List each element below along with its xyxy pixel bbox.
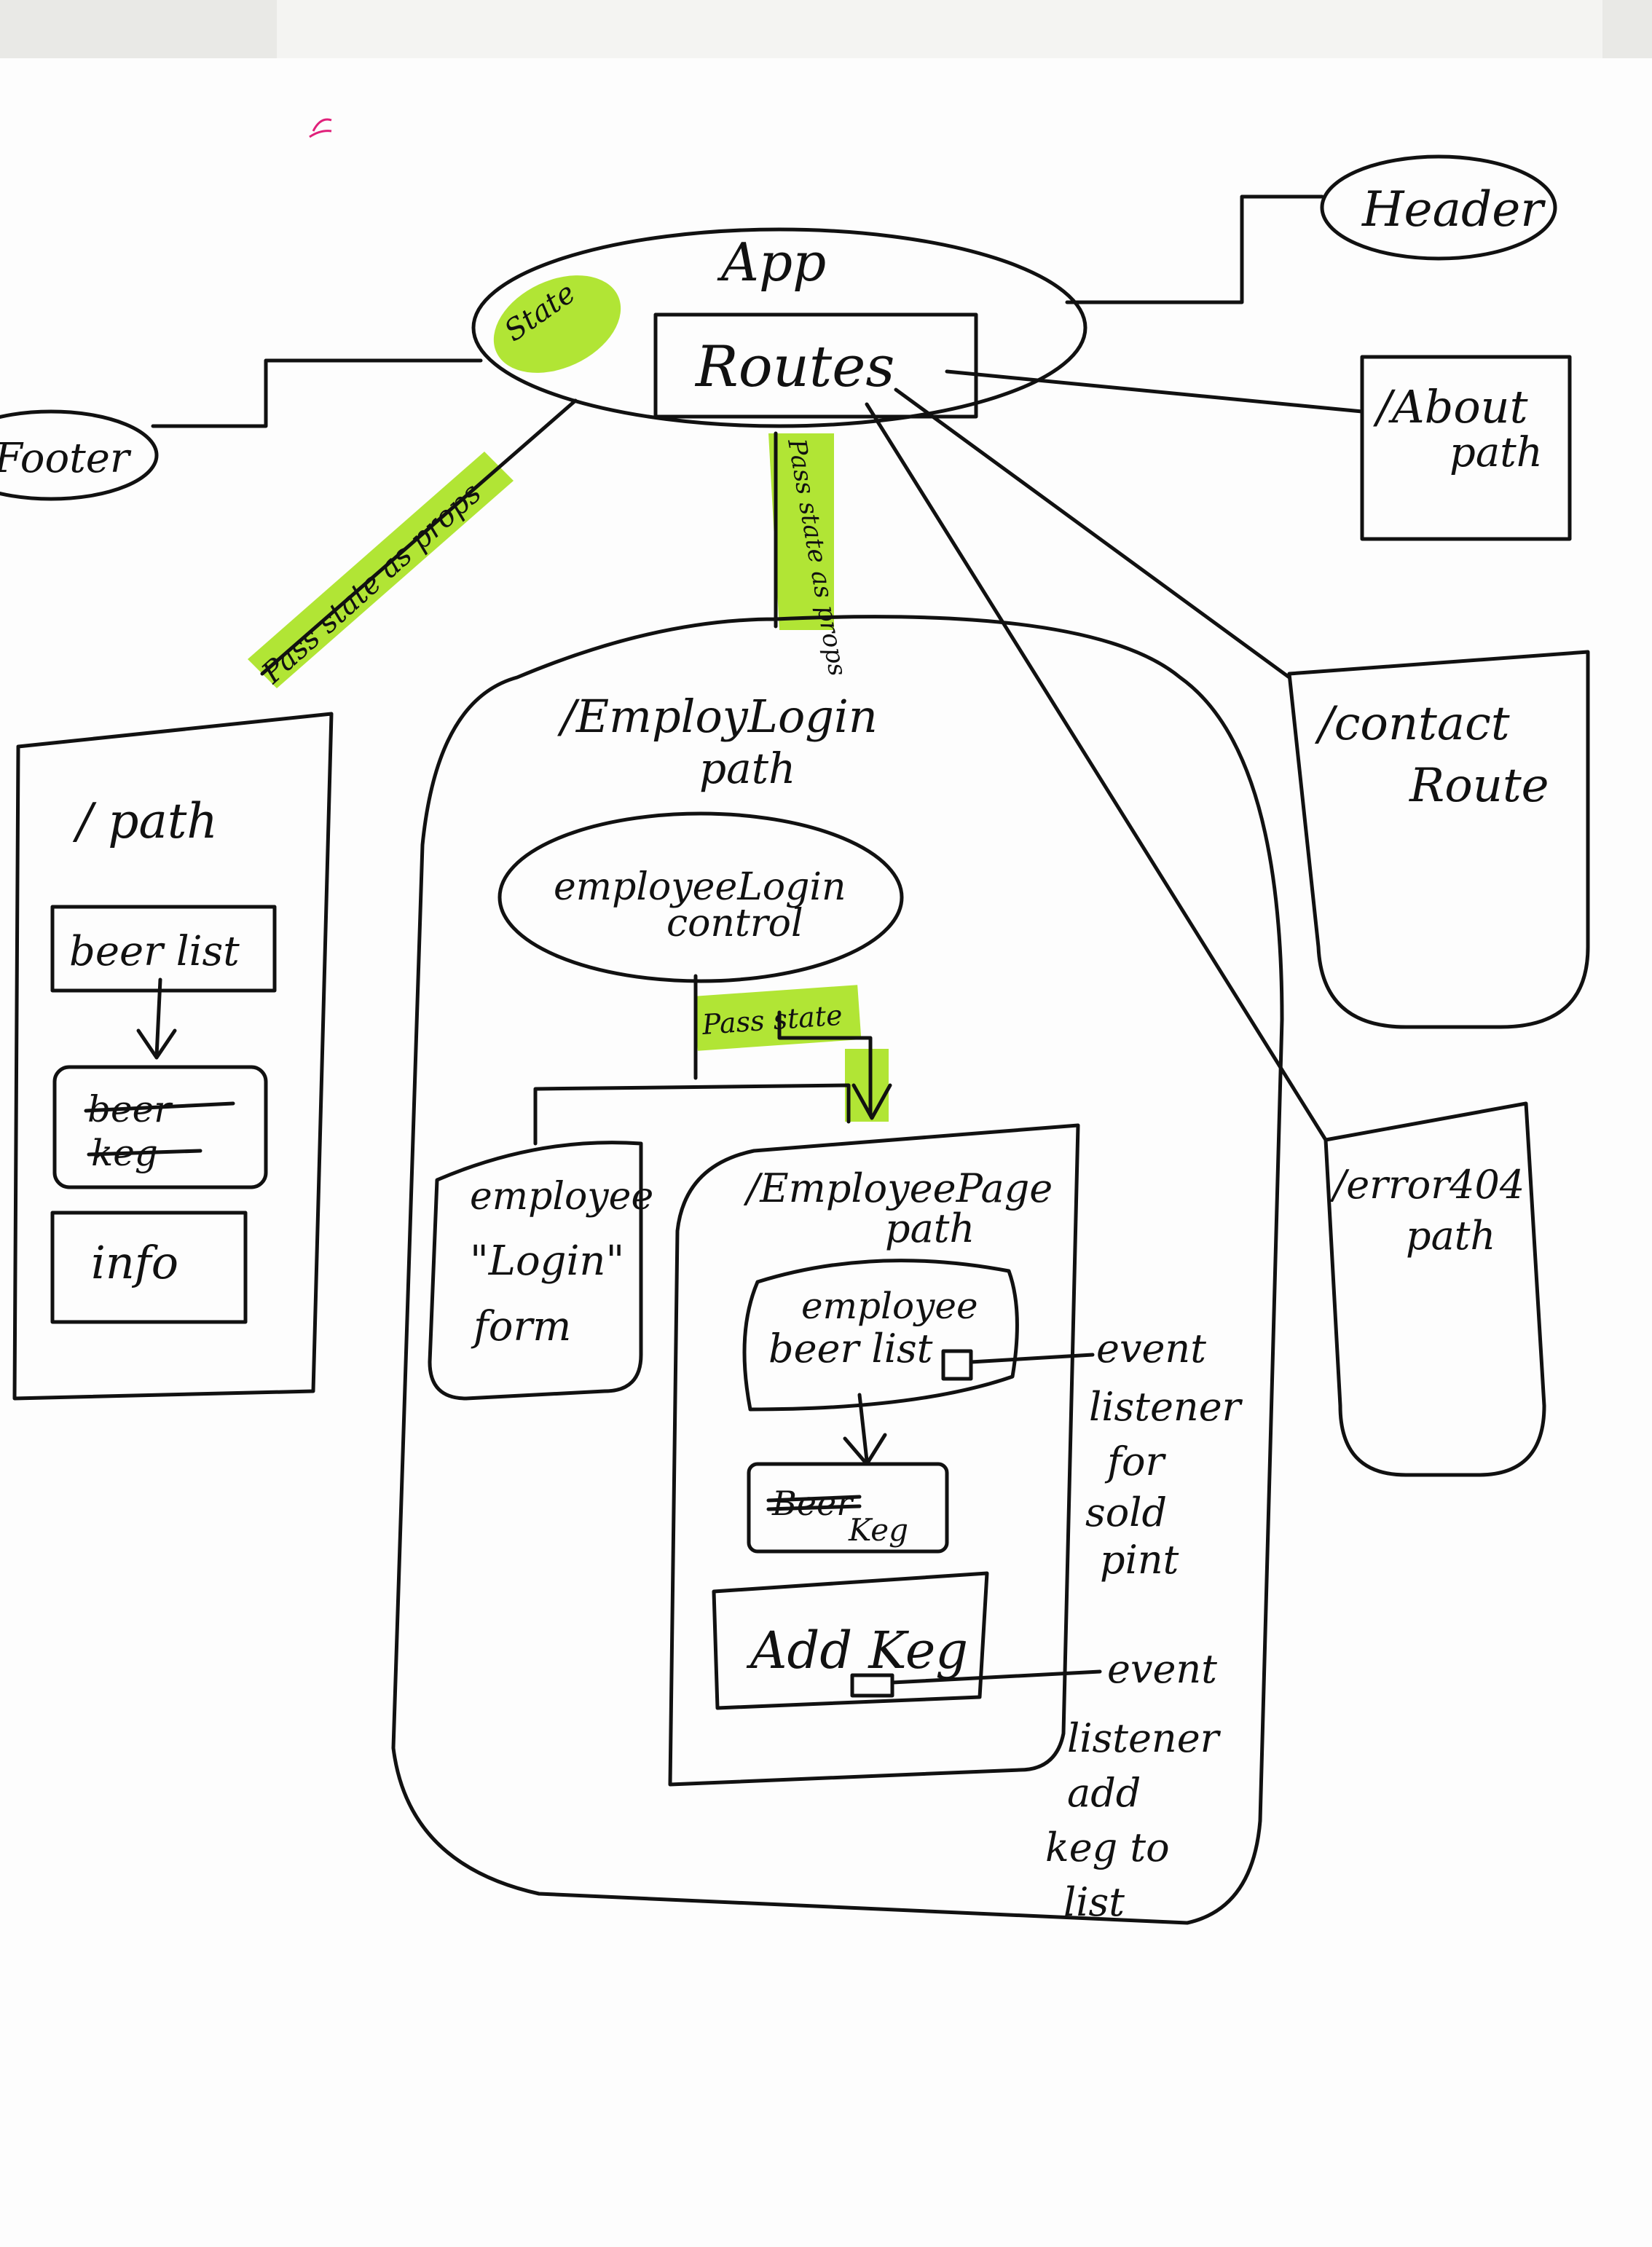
employ-login-label-line1: /EmployLogin — [557, 690, 878, 743]
login-form-label-line2: "Login" — [470, 1237, 624, 1285]
error404-node — [1323, 1101, 1546, 1477]
emp-beer-list-label-line2: beer list — [768, 1326, 933, 1372]
sold-pint-note-line2: listener — [1089, 1384, 1243, 1430]
contact-label-line1: /contact — [1314, 697, 1510, 751]
app-node — [471, 227, 1087, 428]
login-form-label-line3: form — [471, 1303, 571, 1350]
beer-list-label: beer list — [69, 928, 240, 975]
sold-pint-note-line4: sold — [1085, 1490, 1167, 1535]
pass-state-arrow-highlight — [845, 1049, 889, 1122]
add-keg-note-line4: keg to — [1045, 1825, 1170, 1870]
pass-state-props-center-highlight — [768, 433, 834, 630]
beer-list-node — [50, 905, 277, 993]
header-node — [1320, 154, 1557, 261]
login-form-node — [428, 1141, 643, 1401]
root-path-node — [12, 712, 334, 1401]
app-label: App — [717, 232, 826, 293]
root-path-label: / path — [72, 793, 218, 849]
sold-pint-handler-icon — [941, 1349, 973, 1381]
add-keg-node — [712, 1571, 989, 1710]
header-label: Header — [1361, 181, 1546, 237]
about-label-line1: /About — [1373, 380, 1528, 433]
add-keg-note-line5: list — [1063, 1879, 1125, 1925]
paper-sheet — [0, 58, 1652, 2247]
routes-contact-connector — [894, 387, 1291, 680]
emp-beer-crossed-label: Beer — [771, 1484, 854, 1523]
keg-node — [52, 1065, 268, 1189]
sold-pint-note-line1: event — [1096, 1326, 1206, 1372]
keg-strikethrough — [87, 1149, 202, 1157]
routes-node — [653, 312, 978, 419]
employee-page-node — [668, 1123, 1080, 1787]
login-form-label-line1: employee — [470, 1175, 653, 1219]
add-keg-label: Add Keg — [746, 1621, 968, 1680]
emp-beer-keg-arrow — [857, 1393, 869, 1463]
pass-state-arrowhead — [851, 1083, 892, 1120]
contact-label-line2: Route — [1409, 759, 1549, 813]
beer-list-keg-arrowhead — [136, 1028, 177, 1060]
state-highlight — [493, 275, 621, 373]
routes-root-connector — [260, 398, 578, 676]
employee-page-label-line2: path — [885, 1205, 975, 1251]
about-node — [1360, 355, 1572, 541]
pass-state-arrow — [777, 1010, 873, 1117]
add-keg-note: event listener add keg to list — [1045, 1646, 1222, 1925]
employ-login-node — [391, 431, 1284, 1925]
emp-keg-label: Keg — [848, 1512, 908, 1548]
login-control-node — [497, 811, 904, 983]
routes-error404-connector — [865, 402, 1328, 1142]
app-footer-connector — [151, 358, 483, 428]
sold-pint-note-line3: for — [1104, 1439, 1166, 1484]
routes-label: Routes — [694, 334, 894, 400]
emp-beer-list-label-line1: employee — [801, 1285, 978, 1327]
emp-beer-strikethrough — [766, 1495, 862, 1511]
routes-about-connector — [945, 369, 1364, 414]
app-header-connector — [1065, 194, 1324, 304]
beer-strikethrough — [84, 1101, 235, 1113]
login-control-branch — [533, 1083, 851, 1146]
add-keg-handler-icon — [850, 1673, 894, 1698]
error404-label-line1: /error404 — [1329, 1162, 1525, 1208]
login-control-label-line1: employeeLogin — [554, 865, 846, 909]
pink-mark — [309, 118, 332, 138]
contact-node — [1287, 650, 1590, 1029]
add-keg-note-line3: add — [1067, 1770, 1141, 1816]
beer-list-keg-arrow — [154, 977, 162, 1058]
sold-pint-connector — [969, 1353, 1095, 1364]
employ-login-label-line2: path — [699, 744, 795, 793]
login-control-label-line2: control — [666, 902, 803, 945]
footer-node — [0, 409, 159, 501]
employee-page-label-line1: /EmployeePage — [743, 1165, 1053, 1211]
employee-beer-list-node — [742, 1259, 1019, 1412]
info-node — [50, 1211, 248, 1324]
employee-keg-node — [747, 1462, 949, 1554]
about-label-line2: path — [1450, 429, 1543, 476]
add-keg-note-line2: listener — [1067, 1715, 1222, 1761]
error404-label-line2: path — [1406, 1213, 1495, 1259]
add-keg-connector — [890, 1669, 1102, 1685]
footer-label: Footer — [0, 435, 132, 482]
info-label: info — [91, 1236, 178, 1289]
sold-pint-note: event listener for sold pint — [1085, 1326, 1243, 1583]
sold-pint-note-line5: pint — [1100, 1537, 1179, 1583]
add-keg-note-line1: event — [1107, 1646, 1217, 1692]
